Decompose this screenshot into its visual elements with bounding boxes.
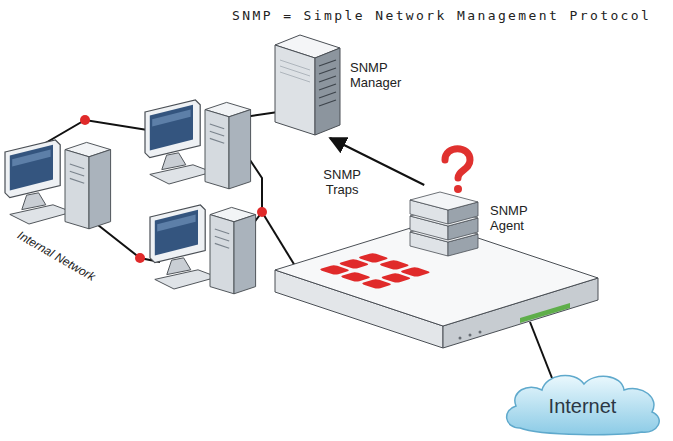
firewall-logo [357,253,389,263]
manager-server [315,48,340,135]
firewall-appliance [459,331,482,340]
manager-server [319,84,336,90]
manager-server [319,60,336,66]
manager-server [319,60,336,106]
firewall-appliance [275,222,598,348]
firewall-appliance [520,303,570,323]
manager-server [319,100,336,106]
network-dots [80,115,90,125]
computer-icon [5,140,111,229]
firewall-logo [318,253,431,289]
firewall-logo [378,260,410,270]
diagram-title: SNMP = Simple Network Management Protoco… [232,8,651,23]
firewall-logo [399,267,431,277]
firewall-appliance [459,337,462,340]
manager-server [280,72,310,82]
firewall-appliance [479,331,482,334]
firewall-logo [380,273,412,283]
agent-server-stack [410,192,478,210]
edge-label: SNMP Traps [316,166,368,198]
node-label: SNMP Agent [490,203,552,233]
manager-server [280,66,310,76]
node-label: Internet [500,394,665,418]
firewall-appliance [469,334,472,337]
firewall-logo [339,272,371,282]
manager-server [280,60,310,82]
network-dots [80,115,267,263]
agent-server-stack [410,192,478,256]
manager-server [275,35,340,135]
manager-server [275,45,315,135]
manager-server [319,92,336,98]
firewall-logo [338,259,370,269]
question-mark-symbol [445,149,470,193]
network-cables [530,322,552,378]
question-mark-symbol [454,185,462,193]
question-mark-symbol [445,149,470,178]
network-dots [135,253,145,263]
firewall-appliance [275,222,598,326]
node-label: SNMP Manager [350,60,412,90]
firewall-logo [318,265,350,275]
agent-node: SNMP Agent [405,185,580,260]
computer-icon [150,205,256,294]
manager-node: SNMP Manager [270,32,420,138]
computer-icon [145,100,251,189]
internet-cloud: Internet [500,368,671,436]
manager-server [280,60,310,70]
network-dots [257,207,267,217]
manager-server [319,76,336,82]
network-label: Internal Network [15,228,98,285]
manager-server [319,68,336,74]
firewall-logo [360,279,392,289]
